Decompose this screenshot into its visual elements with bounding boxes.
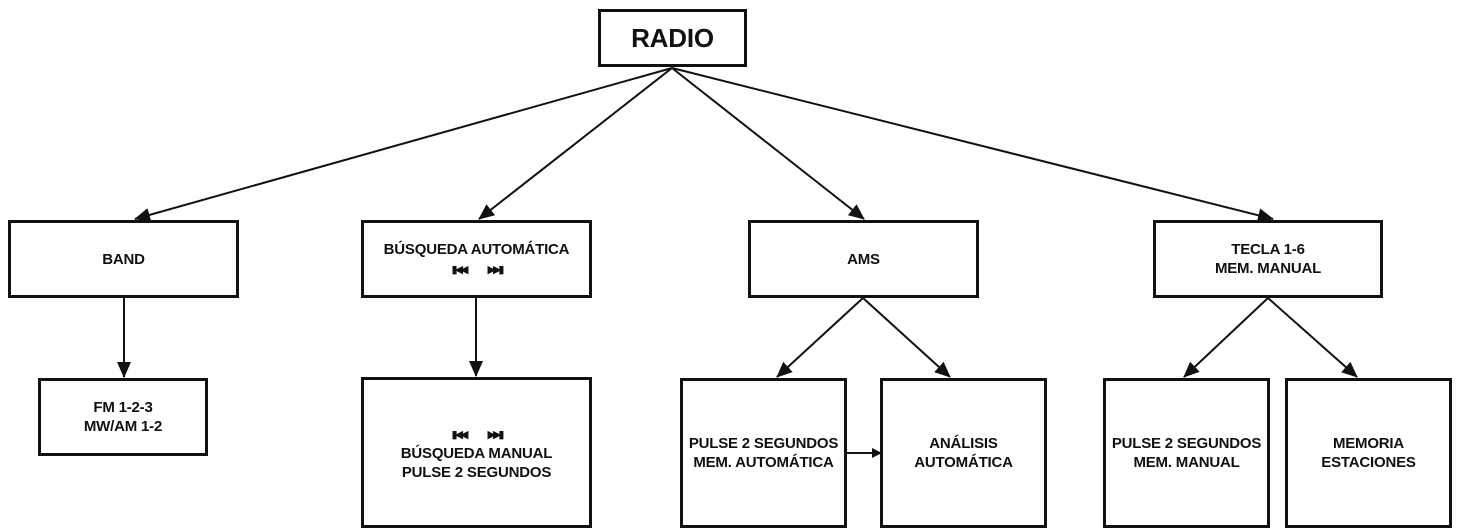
fm-node: FM 1-2-3 MW/AM 1-2 xyxy=(38,378,208,456)
preset-pulse-node: PULSE 2 SEGUNDOS MEM. MANUAL xyxy=(1103,378,1270,528)
ams-analysis-line2: AUTOMÁTICA xyxy=(914,454,1013,471)
seek-icons: ▮◀◀ ▶▶▮ xyxy=(451,263,505,277)
memory-stations-node: MEMORIA ESTACIONES xyxy=(1285,378,1452,528)
auto-search-label: BÚSQUEDA AUTOMÁTICA xyxy=(383,240,570,258)
manual-search-node: ▮◀◀ ▶▶▮ BÚSQUEDA MANUAL PULSE 2 SEGUNDOS xyxy=(361,377,592,528)
ams-node: AMS xyxy=(748,220,979,298)
arrow-preset-to-memory xyxy=(1267,297,1358,378)
arrow-radio-to-band xyxy=(134,67,673,222)
ams-analysis-line1: ANÁLISIS xyxy=(929,435,998,452)
manual-search-line2: PULSE 2 SEGUNDOS xyxy=(401,463,552,481)
ams-pulse-line1: PULSE 2 SEGUNDOS xyxy=(688,435,839,452)
arrow-radio-to-auto-search xyxy=(478,67,673,220)
radio-node: RADIO xyxy=(598,9,747,67)
radio-label: RADIO xyxy=(631,23,714,53)
fm-line2: MW/AM 1-2 xyxy=(83,418,163,435)
arrow-preset-to-pulse xyxy=(1183,297,1269,378)
prev-track-icon: ▮◀◀ xyxy=(451,428,469,441)
ams-label: AMS xyxy=(847,250,880,268)
preset-line1: TECLA 1-6 xyxy=(1231,241,1305,258)
band-label: BAND xyxy=(102,250,145,268)
ams-pulse-node: PULSE 2 SEGUNDOS MEM. AUTOMÁTICA xyxy=(680,378,847,528)
memory-line1: MEMORIA xyxy=(1332,435,1405,452)
next-track-icon: ▶▶▮ xyxy=(487,263,505,276)
preset-line2: MEM. MANUAL xyxy=(1214,260,1322,277)
memory-line2: ESTACIONES xyxy=(1321,454,1416,471)
preset-pulse-line2: MEM. MANUAL xyxy=(1133,454,1240,471)
ams-pulse-line2: MEM. AUTOMÁTICA xyxy=(693,454,834,471)
next-track-icon: ▶▶▮ xyxy=(487,428,505,441)
band-node: BAND xyxy=(8,220,239,298)
preset-pulse-line1: PULSE 2 SEGUNDOS xyxy=(1111,435,1262,452)
manual-search-line1: BÚSQUEDA MANUAL xyxy=(400,444,553,462)
manual-seek-icons: ▮◀◀ ▶▶▮ xyxy=(451,428,505,442)
prev-track-icon: ▮◀◀ xyxy=(451,263,469,276)
preset-node: TECLA 1-6 MEM. MANUAL xyxy=(1153,220,1383,298)
ams-analysis-node: ANÁLISIS AUTOMÁTICA xyxy=(880,378,1047,528)
fm-line1: FM 1-2-3 xyxy=(93,399,153,416)
arrow-radio-to-preset xyxy=(671,67,1274,223)
auto-search-node: BÚSQUEDA AUTOMÁTICA ▮◀◀ ▶▶▮ xyxy=(361,220,592,298)
arrow-radio-to-ams xyxy=(671,67,865,220)
arrow-ams-to-analysis xyxy=(862,297,951,378)
arrow-ams-to-pulse xyxy=(776,297,864,378)
